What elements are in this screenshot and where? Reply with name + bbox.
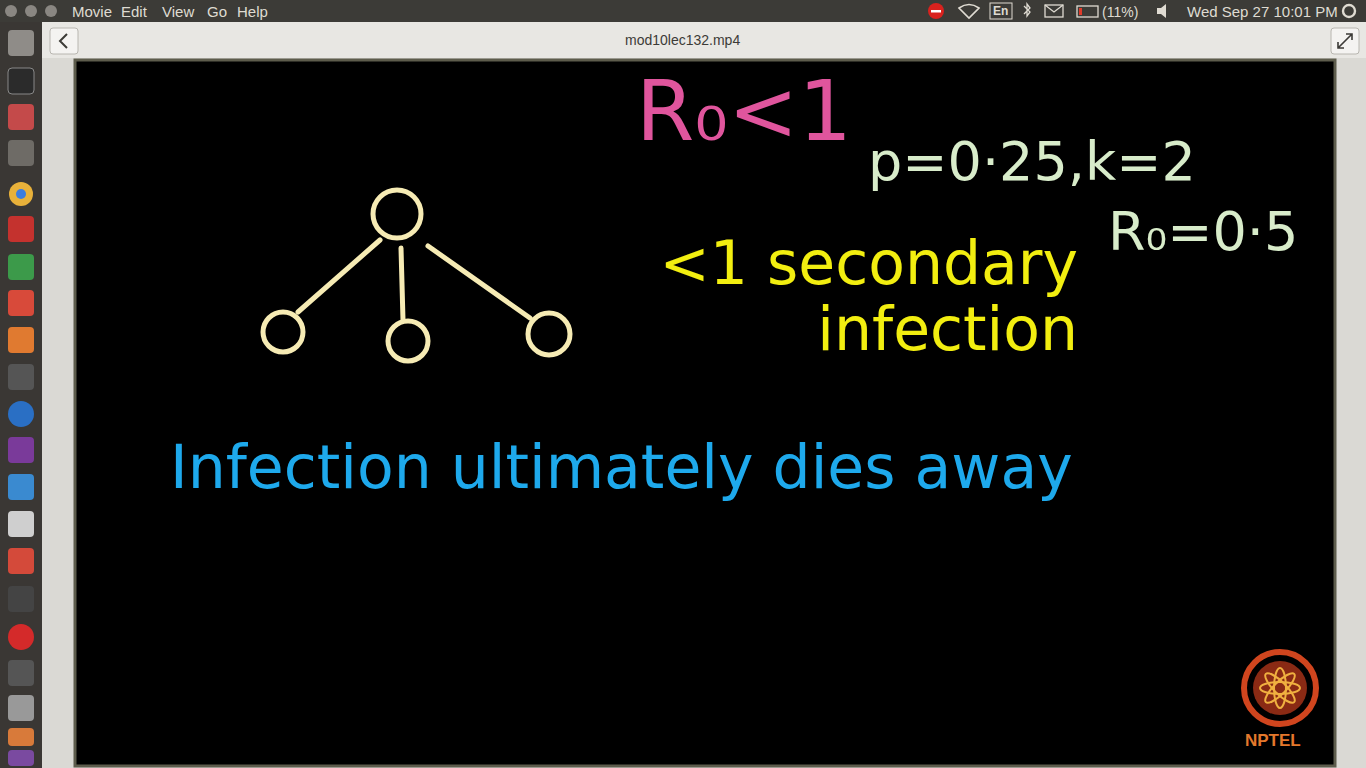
mail-icon [1045, 5, 1063, 12]
nptel-logo [1244, 652, 1316, 724]
tree-illustration [263, 190, 570, 361]
menu-item: Help [237, 3, 268, 20]
bluetooth-icon [1024, 4, 1030, 16]
clock: Wed Sep 27 10:01 PM [1187, 3, 1338, 20]
menu-item: Go [207, 3, 227, 20]
parameter-note: R₀=0·5 [1108, 200, 1298, 263]
back-button [60, 34, 67, 48]
parameter-note: p=0·25,k=2 [868, 130, 1196, 193]
battery-percent: (11%) [1102, 4, 1138, 20]
window-button [25, 5, 37, 17]
secondary-infection-note: <1 secondary infection [600, 230, 1078, 362]
back-button [50, 28, 78, 54]
launcher-bar [0, 22, 42, 768]
top-panel [0, 0, 1366, 22]
wifi-icon [959, 5, 979, 19]
window-button [45, 5, 57, 17]
battery-icon [1079, 8, 1082, 15]
menu-item: Edit [121, 3, 147, 20]
window-button [5, 5, 17, 17]
status-icon [931, 10, 941, 13]
mail-icon [1045, 5, 1063, 17]
window-title: mod10lec132.mp4 [625, 32, 740, 48]
fullscreen-button [1338, 34, 1352, 48]
status-icon [928, 3, 944, 19]
launcher-icons [8, 30, 34, 766]
settings-icon [1343, 5, 1355, 17]
keyboard-icon [990, 3, 1012, 19]
battery-icon [1077, 6, 1098, 17]
keyboard-layout: En [993, 4, 1008, 18]
menu-item: Movie [72, 3, 112, 20]
threshold-heading: R₀<1 [636, 62, 852, 160]
conclusion-note: Infection ultimately dies away [170, 432, 1073, 502]
video-frame [75, 60, 1335, 766]
fullscreen-button [1331, 28, 1359, 54]
menu-item: View [162, 3, 194, 20]
volume-icon [1157, 4, 1166, 18]
logo-text: NPTEL [1245, 731, 1301, 751]
window-header [42, 22, 1366, 58]
